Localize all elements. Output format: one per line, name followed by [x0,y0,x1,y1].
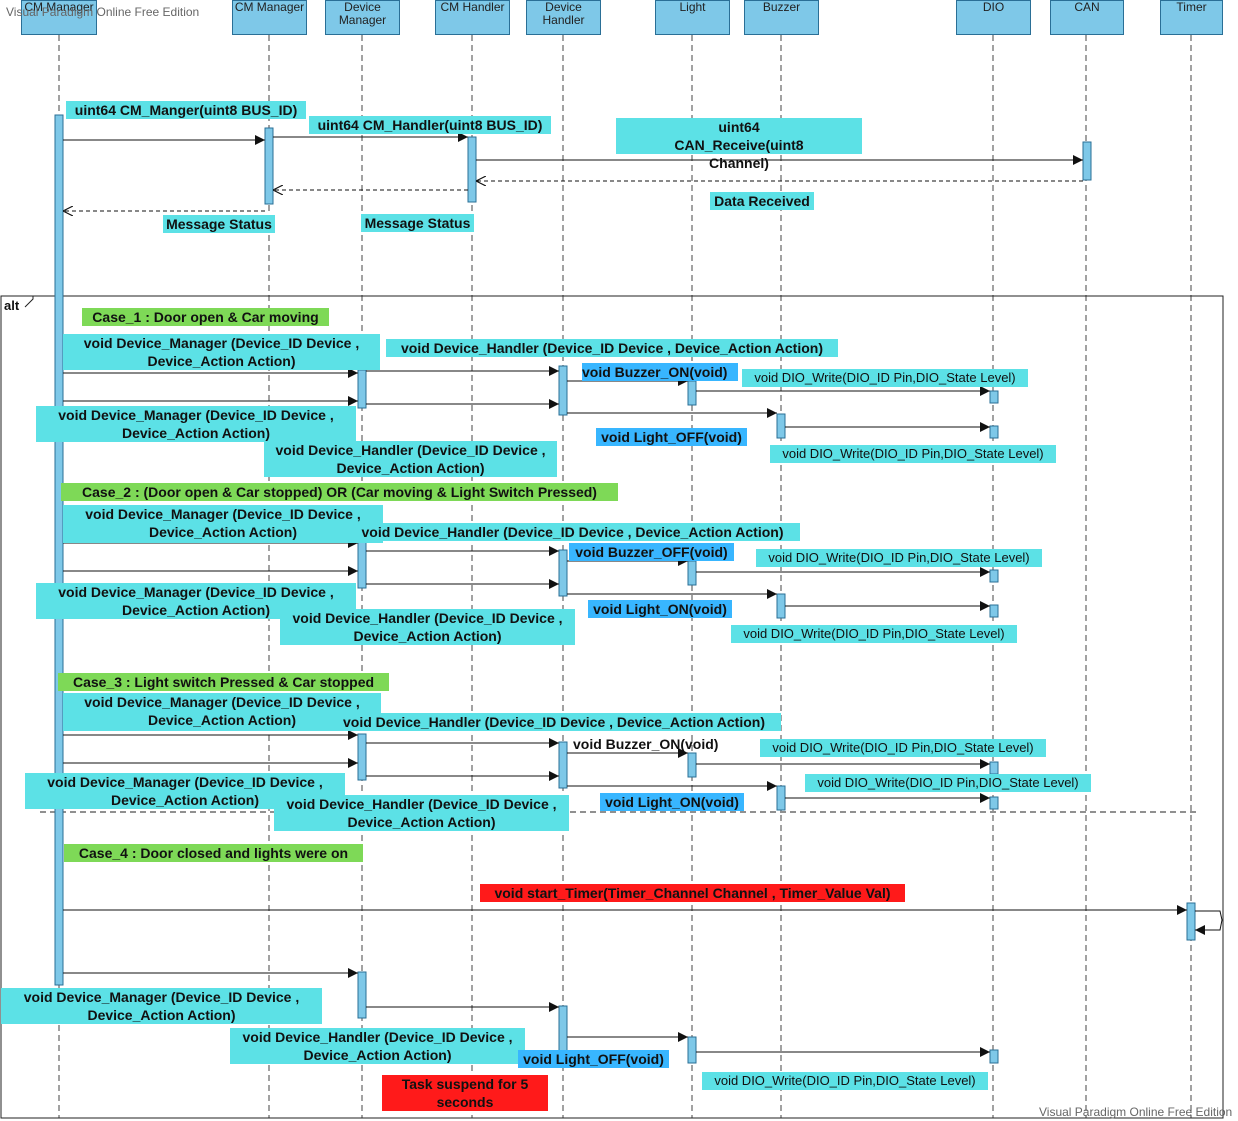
c1-dio-label-b: void DIO_Write(DIO_ID Pin,DIO_State Leve… [770,445,1056,463]
msg-data-received-label: Data Received [710,192,814,210]
start-timer-label: void start_Timer(Timer_Channel Channel ,… [480,884,905,902]
msg-status-1-label: Message Status [163,215,275,233]
c4-light-label: void Light_OFF(void) [518,1050,669,1068]
c3-buzzer-label: void Buzzer_ON(void) [573,736,719,752]
case3-label: Case_3 : Light switch Pressed & Car stop… [58,673,389,691]
act-devmgr-c4 [357,971,367,1019]
c2-dio-label-a: void DIO_Write(DIO_ID Pin,DIO_State Leve… [756,549,1042,567]
act-devmgr-c2 [357,541,367,589]
return-arrows [63,181,1083,211]
c3-light-label: void Light_ON(void) [600,793,744,811]
watermark-top: Visual Paradigm Online Free Edition [6,5,200,19]
lifeline-head-cm-manager[interactable]: CM Manager [232,0,307,35]
c2-devhdl-label-b: void Device_Handler (Device_ID Device , … [280,609,575,645]
c2-light-label: void Light_ON(void) [588,600,732,618]
arrow-timer-self [1195,910,1223,935]
act-dio-c4 [989,1049,999,1064]
c1-devhdl-label-a: void Device_Handler (Device_ID Device , … [386,339,838,357]
c4-dio-label: void DIO_Write(DIO_ID Pin,DIO_State Leve… [702,1072,988,1090]
c2-devhdl-label-a: void Device_Handler (Device_ID Device , … [345,523,800,541]
c1-buzzer-label: void Buzzer_ON(void) [582,363,738,381]
c3-devhdl-label-b: void Device_Handler (Device_ID Device , … [274,795,569,831]
task-suspend-note: Task suspend for 5 seconds [382,1075,548,1111]
lifeline-head-cm-manager-app[interactable]: CM Manager [21,0,97,35]
act-timer [1186,902,1196,941]
c1-devhdl-label-b: void Device_Handler (Device_ID Device , … [264,441,557,477]
c3-dio-label-b: void DIO_Write(DIO_ID Pin,DIO_State Leve… [805,774,1091,792]
msg-cm-handler-label: uint64 CM_Handler(uint8 BUS_ID) [309,116,551,134]
act-cmmgr-1 [264,127,274,205]
lifeline-head-light[interactable]: Light [655,0,730,35]
act-devhdl-c1 [558,365,568,416]
c1-dio-label-a: void DIO_Write(DIO_ID Pin,DIO_State Leve… [742,369,1028,387]
activations [54,114,1196,1064]
c2-buzzer-label: void Buzzer_OFF(void) [569,543,734,561]
act-cmapp-main [54,114,64,986]
lifeline-head-timer[interactable]: Timer [1160,0,1223,35]
case1-label: Case_1 : Door open & Car moving [82,308,329,326]
c2-devmgr-label-b: void Device_Manager (Device_ID Device , … [36,583,356,619]
lifeline-head-dio[interactable]: DIO [956,0,1031,35]
watermark-bottom: Visual Paradigm Online Free Edition [1039,1105,1233,1119]
c2-dio-label-b: void DIO_Write(DIO_ID Pin,DIO_State Leve… [731,625,1017,643]
lifelines [58,35,1192,1118]
c1-devmgr-label-a: void Device_Manager (Device_ID Device , … [63,334,380,370]
call-arrows [63,132,1187,1057]
act-buzzer-c2 [776,593,786,619]
c4-devhdl-label: void Device_Handler (Device_ID Device , … [230,1028,525,1064]
lifeline-head-can[interactable]: CAN [1050,0,1124,35]
c4-devmgr-label: void Device_Manager (Device_ID Device , … [1,988,322,1024]
lifeline-head-device-handler[interactable]: Device Handler [526,0,601,35]
alt-fragment-label: alt [4,298,20,313]
act-devhdl-c3 [558,741,568,789]
act-dio-c2b [989,604,999,618]
act-cmhdl-1 [467,136,477,203]
lifeline-head-cm-handler[interactable]: CM Handler [435,0,510,35]
alt-fragment [0,295,1224,1119]
lifeline-head-buzzer[interactable]: Buzzer [744,0,819,35]
c1-devmgr-label-b: void Device_Manager (Device_ID Device , … [36,406,356,442]
act-devhdl-c4 [558,1005,568,1053]
act-light-c3 [687,752,697,778]
act-dio-c2a [989,569,999,583]
case4-label: Case_4 : Door closed and lights were on [64,844,363,862]
c1-light-label: void Light_OFF(void) [596,428,747,446]
act-devmgr-c1 [357,369,367,409]
act-dio-c1a [989,390,999,404]
act-dio-c3b [989,796,999,810]
act-devhdl-c2 [558,549,568,597]
msg-status-2-label: Message Status [361,214,474,232]
act-light-c2 [687,560,697,586]
act-buzzer-c1 [776,413,786,439]
act-light-c4 [687,1036,697,1064]
lifeline-head-device-manager[interactable]: Device Manager [325,0,400,35]
act-dio-c3a [989,761,999,775]
act-can-1 [1082,141,1092,181]
c3-dio-label-a: void DIO_Write(DIO_ID Pin,DIO_State Leve… [760,739,1046,757]
case2-label: Case_2 : (Door open & Car stopped) OR (C… [61,483,618,501]
c3-devhdl-label-a: void Device_Handler (Device_ID Device , … [327,713,781,731]
msg-cm-manger-label: uint64 CM_Manger(uint8 BUS_ID) [66,101,306,119]
act-dio-c1b [989,425,999,439]
c2-devmgr-label-a: void Device_Manager (Device_ID Device , … [63,505,383,543]
act-light-c1 [687,380,697,406]
act-buzzer-c3 [776,785,786,811]
act-devmgr-c3 [357,733,367,781]
alt-fragment-tab [1,295,34,308]
msg-can-receive-label: uint64 CAN_Receive(uint8 Channel) [616,118,862,171]
